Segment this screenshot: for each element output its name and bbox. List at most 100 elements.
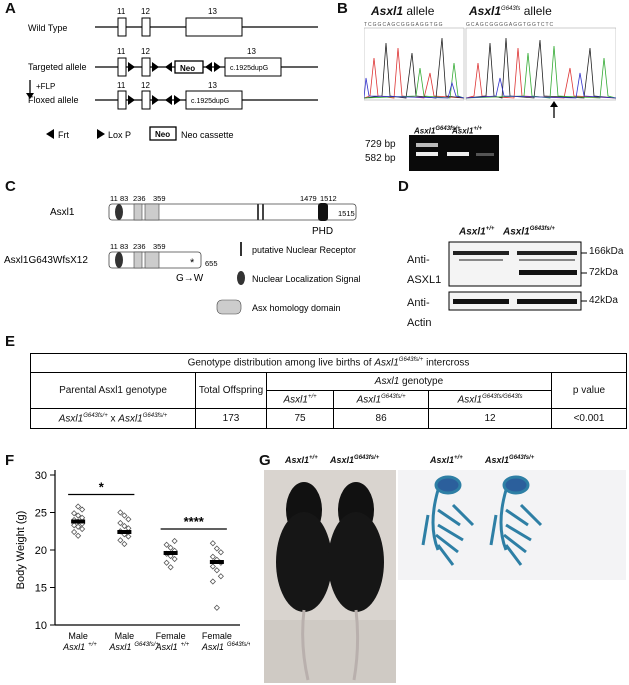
- y-axis-label: Body Weight (g): [15, 511, 27, 590]
- significance-label: ****: [184, 514, 205, 529]
- svg-text:12: 12: [141, 47, 150, 56]
- data-point: [209, 540, 216, 547]
- exon-13-number: 13: [208, 7, 217, 16]
- data-point: [121, 522, 128, 530]
- data-point: [167, 544, 174, 551]
- band-729-label: 729 bp: [365, 139, 396, 150]
- svg-text:11: 11: [117, 81, 126, 90]
- sub-header-hom: Asxl1G643fs/G643fs: [428, 390, 552, 409]
- floxed-allele-label: Floxed allele: [28, 95, 79, 105]
- data-point: [213, 604, 220, 611]
- protein-domain-diagram: Asxl1 11 83 236 359 1479 1512 1515 PHD A…: [4, 194, 360, 315]
- allele-wt-label: Asxl1 allele: [371, 4, 435, 18]
- y-tick-label: 25: [35, 508, 47, 520]
- phd-label: PHD: [312, 226, 333, 237]
- svg-text:11: 11: [110, 242, 118, 251]
- genotype-distribution-table: Genotype distribution among live births …: [30, 353, 627, 429]
- data-point: [71, 510, 78, 517]
- exon-12-number: 12: [141, 7, 150, 16]
- svg-text:359: 359: [153, 194, 166, 203]
- data-point: [75, 532, 82, 539]
- exon-11-box: [117, 17, 127, 37]
- svg-text:Asx homology domain: Asx homology domain: [252, 303, 341, 313]
- count-wt-cell: 75: [265, 408, 335, 429]
- asxl1-truncated-label: Asxl1G643WfsX12: [4, 255, 88, 266]
- mean-bar: [71, 519, 86, 524]
- parental-genotype-cell: Asxl1G643fs/+ x Asxl1G643fs/+: [30, 408, 196, 429]
- data-point: [121, 512, 128, 519]
- pcr-gel-image: [409, 135, 499, 171]
- svg-text:12: 12: [141, 81, 150, 90]
- data-point: [125, 516, 132, 523]
- data-point: [163, 541, 170, 548]
- data-point: [79, 506, 86, 513]
- svg-text:236: 236: [133, 242, 146, 251]
- wild-type-label: Wild Type: [28, 23, 67, 33]
- svg-text:Nuclear Localization Signal: Nuclear Localization Signal: [252, 274, 360, 284]
- exon-11-number: 11: [117, 7, 126, 16]
- table-title: Genotype distribution among live births …: [30, 353, 627, 373]
- y-tick-label: 10: [35, 620, 47, 632]
- western-col2-label: Asxl1G643fs/+: [503, 226, 555, 238]
- data-point: [125, 533, 132, 540]
- y-tick-label: 30: [35, 470, 47, 482]
- svg-text:c.1925dupG: c.1925dupG: [191, 98, 229, 105]
- gel-lane2-label: Asxl1+/+: [452, 126, 483, 136]
- loxp-legend-marker: [97, 129, 105, 139]
- svg-text:1512: 1512: [320, 194, 337, 203]
- svg-text:Frt: Frt: [58, 130, 69, 140]
- mean-bar: [209, 560, 224, 564]
- mean-bar: [117, 530, 132, 534]
- header-genotype: Asxl1 genotype: [266, 372, 552, 391]
- photo-right-label-mut: Asxl1G643fs/+: [485, 455, 535, 465]
- x-category-label: Female: [202, 631, 232, 641]
- anti-asxl1-label: Anti-ASXL1: [407, 254, 442, 286]
- data-point: [117, 537, 124, 544]
- panel-label-f: F: [5, 452, 15, 469]
- panel-label-a: A: [5, 0, 16, 17]
- gel-lane1-label: Asxl1G643fs/+: [414, 126, 461, 136]
- svg-text:putative Nuclear Receptor: putative Nuclear Receptor: [252, 245, 356, 255]
- loxp-marker: [152, 62, 159, 72]
- svg-text:c.1925dupG: c.1925dupG: [230, 65, 268, 72]
- data-point: [71, 528, 78, 536]
- targeted-allele-label: Targeted allele: [28, 62, 87, 72]
- mean-bar: [163, 551, 178, 555]
- x-category-genotype: Asxl1: [201, 642, 224, 652]
- asxl1-full-length-bar: [108, 203, 357, 221]
- panel-label-e: E: [5, 333, 16, 350]
- panel-label-d: D: [398, 178, 409, 195]
- data-point: [171, 555, 178, 563]
- svg-text:1479: 1479: [300, 194, 317, 203]
- panel-label-g: G: [259, 452, 271, 469]
- count-het-cell: 86: [333, 408, 430, 429]
- svg-text:13: 13: [208, 81, 217, 90]
- data-point: [171, 537, 178, 545]
- svg-text:11: 11: [110, 194, 118, 203]
- significance-label: *: [99, 480, 105, 495]
- svg-text:Lox P: Lox P: [108, 130, 131, 140]
- photo-right-label-wt: Asxl1+/+: [430, 455, 463, 465]
- data-point: [209, 578, 216, 585]
- x-category-genotype-sup: +/+: [88, 642, 97, 648]
- data-point: [209, 553, 216, 560]
- mw-72: 72kDa: [589, 267, 618, 278]
- total-cell: 173: [195, 408, 267, 429]
- data-point: [71, 522, 78, 529]
- loxp-marker: [214, 62, 221, 72]
- frt-marker: [205, 62, 212, 72]
- data-point: [163, 559, 170, 566]
- data-point: [209, 563, 216, 570]
- data-point: [117, 509, 124, 516]
- nuclear-receptor-motif: [257, 204, 259, 220]
- svg-text:GCAGCGGGGAGGTGGTCTC: GCAGCGGGGAGGTGGTCTC: [466, 22, 554, 28]
- svg-text:Neo cassette: Neo cassette: [181, 130, 234, 140]
- data-point: [79, 525, 86, 533]
- header-total: Total Offspring: [195, 372, 267, 409]
- svg-text:359: 359: [153, 242, 166, 251]
- photo-left-label-wt: Asxl1+/+: [285, 455, 318, 465]
- data-point: [213, 545, 220, 552]
- data-point: [75, 512, 82, 519]
- svg-text:Neo: Neo: [180, 64, 195, 73]
